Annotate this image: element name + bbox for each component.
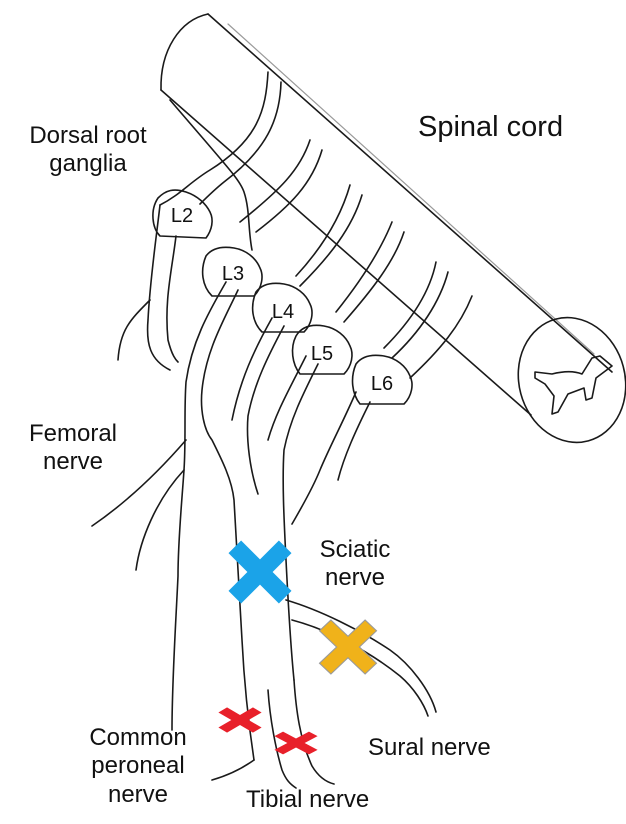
ganglion-label-l5: L5 <box>311 343 333 365</box>
sural-nerve-label: Sural nerve <box>368 734 491 762</box>
sciatic-label-line1: Sciatic <box>300 536 410 564</box>
femoral-nerve-label: Femoral nerve <box>8 420 138 477</box>
nerve-trunks <box>92 205 436 788</box>
peroneal-transection-marker <box>218 707 261 732</box>
sciatic-nerve-label: Sciatic nerve <box>300 536 410 593</box>
ganglion-labels: L2 L3 L4 L5 L6 <box>171 205 393 395</box>
ganglion-label-l4: L4 <box>272 301 294 323</box>
sciatic-label-line2: nerve <box>300 564 410 592</box>
femoral-label-line1: Femoral <box>8 420 138 448</box>
dog-silhouette-icon <box>535 356 612 414</box>
drg-label-line2: ganglia <box>8 150 168 178</box>
peroneal-label-line2: peroneal <box>58 752 218 780</box>
tibial-nerve-label: Tibial nerve <box>246 786 369 814</box>
peroneal-label-line3: nerve <box>58 781 218 809</box>
sural-label-text: Sural nerve <box>368 734 491 762</box>
spinal-cord <box>161 14 612 415</box>
ganglion-label-l6: L6 <box>371 373 393 395</box>
tibial-transection-marker <box>274 732 317 755</box>
common-peroneal-nerve-label: Common peroneal nerve <box>58 724 218 809</box>
sural-transection-marker <box>320 620 377 674</box>
spinal-cord-label: Spinal cord <box>418 110 563 144</box>
peroneal-label-line1: Common <box>58 724 218 752</box>
drg-label-line1: Dorsal root <box>8 122 168 150</box>
tibial-label-text: Tibial nerve <box>246 786 369 814</box>
ganglion-label-l2: L2 <box>171 205 193 227</box>
dorsal-root-ganglia-label: Dorsal root ganglia <box>8 122 168 179</box>
femoral-label-line2: nerve <box>8 448 138 476</box>
ganglion-label-l3: L3 <box>222 263 244 285</box>
spinal-cord-label-text: Spinal cord <box>418 110 563 144</box>
